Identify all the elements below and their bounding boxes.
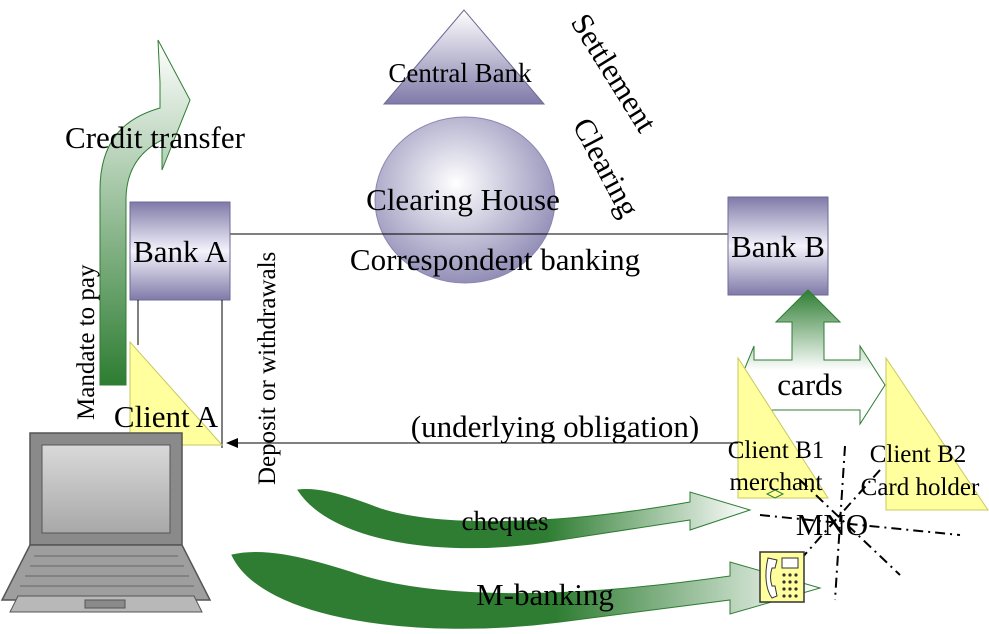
underlying-obligation-arrowhead [226, 438, 238, 448]
settlement-label: Settlement [564, 7, 664, 138]
credit-transfer-arrow [99, 39, 191, 386]
cards-label: cards [777, 367, 842, 402]
mno-network [759, 445, 961, 601]
client-b1-triangle [737, 356, 829, 499]
client-b1-name: Client B1 [728, 437, 825, 464]
mobile-phone-icon [759, 551, 805, 603]
credit-transfer-label: Credit transfer [65, 120, 246, 155]
bank-b-label: Bank B [731, 229, 825, 264]
bank-b-box [727, 196, 829, 296]
mandate-to-pay-label: Mandate to pay [73, 264, 100, 420]
client-a-label: Client A [114, 399, 219, 434]
cheques-arrow [297, 489, 752, 549]
clearing-house-label: Clearing House [366, 182, 560, 217]
clearing-house-circle [374, 116, 556, 284]
bank-a-label: Bank A [133, 234, 227, 269]
correspondent-banking-label: Correspondent banking [350, 242, 640, 277]
merchant-diamond-icon [765, 489, 785, 499]
mno-label: MNO [796, 507, 868, 542]
laptop-icon [0, 432, 212, 613]
cheques-label: cheques [462, 506, 549, 536]
bank-a-box [129, 201, 231, 301]
m-banking-label: M-banking [476, 577, 614, 612]
m-banking-arrow [231, 551, 822, 629]
client-b2-role: Card holder [861, 474, 980, 501]
underlying-obligation-label: (underlying obligation) [411, 409, 699, 444]
client-b2-triangle [885, 356, 989, 511]
cards-arrow [737, 289, 886, 426]
deposit-withdrawals-label: Deposit or withdrawals [254, 252, 281, 485]
central-bank-triangle [382, 9, 546, 105]
client-b2-name: Client B2 [870, 441, 967, 468]
central-bank-label: Central Bank [388, 58, 532, 88]
